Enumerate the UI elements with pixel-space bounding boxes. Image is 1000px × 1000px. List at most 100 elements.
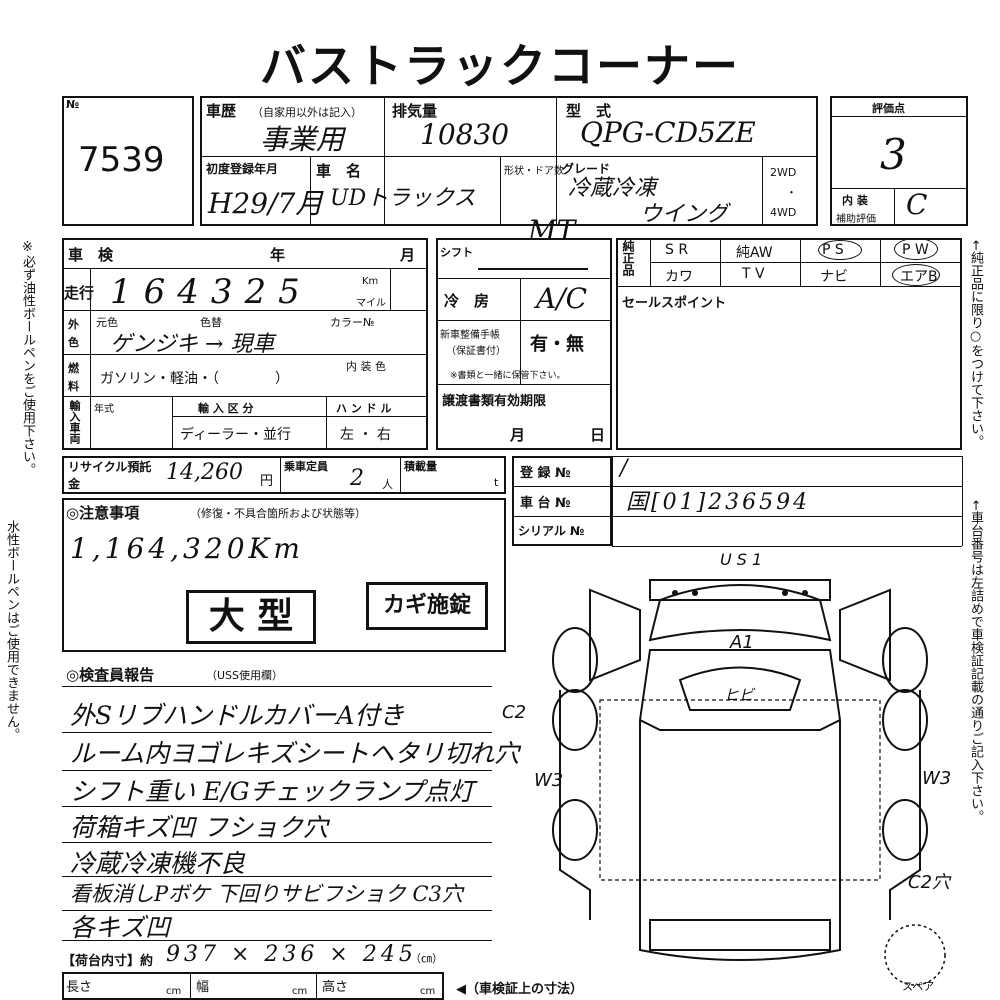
stamp-large: 大 型 bbox=[186, 590, 316, 644]
fuel-label1: 燃 bbox=[68, 362, 79, 375]
ps-circle bbox=[818, 240, 862, 260]
cargo-value: 937 × 236 × 245 bbox=[166, 942, 417, 967]
shape-label: 形状・ドア数 bbox=[504, 166, 564, 177]
equipment-alloy[interactable]: 純AW bbox=[736, 245, 773, 261]
lot-number: 7539 bbox=[78, 140, 165, 180]
mileage-unit-mile: マイル bbox=[356, 298, 386, 309]
capacity-value: 2 bbox=[350, 466, 364, 491]
mileage-value: 164325 bbox=[110, 272, 312, 312]
model-label: 型 式 bbox=[566, 102, 612, 120]
airbag-circle bbox=[892, 264, 940, 286]
history-note: （自家用以外は記入） bbox=[252, 106, 362, 119]
inspection-month: 月 bbox=[400, 246, 416, 264]
import-category-label: 輸 入 区 分 bbox=[198, 402, 254, 415]
dims-width: 幅 bbox=[196, 980, 210, 995]
interior-value: C bbox=[906, 188, 928, 221]
history-value: 事業用 bbox=[260, 123, 345, 156]
equipment-leather[interactable]: カワ bbox=[665, 269, 693, 285]
dims-height-unit: cm bbox=[420, 986, 436, 997]
handle-value: 左 ・ 右 bbox=[340, 427, 391, 443]
report-line-4: 荷箱キズ凹 フショク穴 bbox=[70, 813, 328, 842]
grade-value-line2: ウイング bbox=[640, 202, 729, 227]
drive-4wd: 4WD bbox=[770, 206, 797, 219]
drive-2wd: 2WD bbox=[770, 166, 797, 179]
recycle-box bbox=[62, 456, 506, 494]
maintenance-sub: （保証書付） bbox=[446, 346, 506, 357]
shift-value: MT bbox=[528, 214, 576, 247]
side-note-genuine: ←純正品に限り○をつけて下さい。 bbox=[968, 240, 983, 448]
side-note-water-pen: 水性ボールペンはご使用できません。 bbox=[4, 520, 19, 741]
diagram-w3-left: W3 bbox=[534, 770, 564, 791]
equipment-sr[interactable]: S R bbox=[665, 242, 689, 258]
notes-box bbox=[62, 498, 506, 652]
report-line-2: ルーム内ヨゴレキズシートヘタリ切れ穴 bbox=[70, 739, 520, 768]
handle-label: ハ ン ド ル bbox=[336, 402, 392, 415]
interior-color-label: 内 装 色 bbox=[346, 360, 386, 373]
report-sub: （USS使用欄） bbox=[206, 669, 284, 682]
maintenance-value: 有・無 bbox=[530, 334, 584, 355]
grade-label: グレード bbox=[562, 162, 611, 176]
dims-height: 高さ bbox=[322, 980, 349, 995]
first-reg-label: 初度登録年月 bbox=[206, 162, 279, 176]
rating-box bbox=[830, 96, 968, 226]
pw-circle bbox=[894, 238, 938, 260]
lot-box bbox=[62, 96, 194, 226]
shift-scribble bbox=[478, 248, 588, 270]
report-line-7: 各キズ凹 bbox=[70, 913, 171, 942]
model-value: QPG-CD5ZE bbox=[580, 116, 756, 149]
transfer-label: 譲渡書類有効期限 bbox=[442, 394, 547, 409]
cargo-label: 【荷台内寸】約 bbox=[62, 954, 154, 969]
mileage-label: 走行 bbox=[64, 284, 95, 302]
equipment-box bbox=[616, 238, 962, 450]
report-line-6: 看板消しPボケ 下回りサビフショク C3穴 bbox=[70, 882, 463, 906]
repaint-label: 色替 bbox=[200, 316, 222, 329]
inspection-label: 車 検 bbox=[68, 246, 114, 264]
sales-point-label: セールスポイント bbox=[622, 296, 727, 311]
interior-sub: 補助評価 bbox=[836, 214, 876, 225]
import-category-value: ディーラー・並行 bbox=[180, 427, 292, 443]
first-reg-value: H29/7月 bbox=[208, 187, 324, 220]
original-color-value: ゲンジキ → 現車 bbox=[110, 332, 275, 357]
rating-label: 評価点 bbox=[872, 102, 905, 115]
cargo-unit: （㎝） bbox=[410, 952, 443, 965]
color-no-label: カラー№ bbox=[330, 316, 375, 329]
inspection-year: 年 bbox=[270, 246, 286, 264]
registration-value: / bbox=[620, 456, 628, 481]
chassis-label: 車 台 № bbox=[520, 496, 571, 511]
vehicle-info-box bbox=[200, 96, 818, 226]
rating-value: 3 bbox=[880, 130, 907, 179]
ext-color-label2: 色 bbox=[68, 336, 79, 349]
shift-label: シフト bbox=[440, 246, 473, 259]
load-label: 積載量 bbox=[404, 460, 437, 473]
recycle-unit: 円 bbox=[260, 474, 274, 489]
fuel-label2: 料 bbox=[68, 380, 79, 393]
diagram-hibi: ヒビ bbox=[724, 686, 755, 704]
dims-box bbox=[62, 972, 444, 1000]
displacement-value: 10830 bbox=[420, 118, 510, 151]
inspection-box bbox=[62, 238, 428, 450]
displacement-label: 排気量 bbox=[392, 102, 438, 120]
report-line-5: 冷蔵冷凍機不良 bbox=[70, 849, 246, 878]
import-model-year: 年式 bbox=[94, 404, 114, 415]
chassis-value: 国[01]236594 bbox=[626, 490, 811, 515]
capacity-unit: 人 bbox=[382, 478, 393, 491]
cab-roof bbox=[649, 579, 831, 601]
side-note-oil-pen: ※必ず油性ボールペンをご使用下さい。 bbox=[20, 240, 35, 476]
equipment-tv[interactable]: T V bbox=[742, 266, 765, 282]
diagram-c2-left: C2 bbox=[502, 702, 527, 723]
report-line-3: シフト重い E/Gチェックランプ点灯 bbox=[70, 777, 474, 806]
grade-value-line1: 冷蔵冷凍 bbox=[568, 176, 657, 201]
shift-box bbox=[436, 238, 612, 450]
diagram-c2-right: C2穴 bbox=[908, 872, 951, 893]
drive-dot: ・ bbox=[786, 186, 797, 199]
diagram-w3-right: W3 bbox=[922, 768, 952, 789]
transfer-day: 日 bbox=[590, 426, 606, 444]
serial-label: シリアル № bbox=[518, 524, 585, 538]
equipment-navi[interactable]: ナビ bbox=[820, 269, 848, 285]
dims-length: 長さ bbox=[66, 980, 93, 995]
maintenance-label: 新車整備手帳 bbox=[440, 330, 500, 341]
equipment-label: 純正品 bbox=[621, 240, 635, 276]
notes-label: ◎注意事項 bbox=[66, 504, 140, 522]
ac-label: 冷 房 bbox=[444, 292, 490, 310]
history-label: 車歴 bbox=[206, 102, 237, 120]
